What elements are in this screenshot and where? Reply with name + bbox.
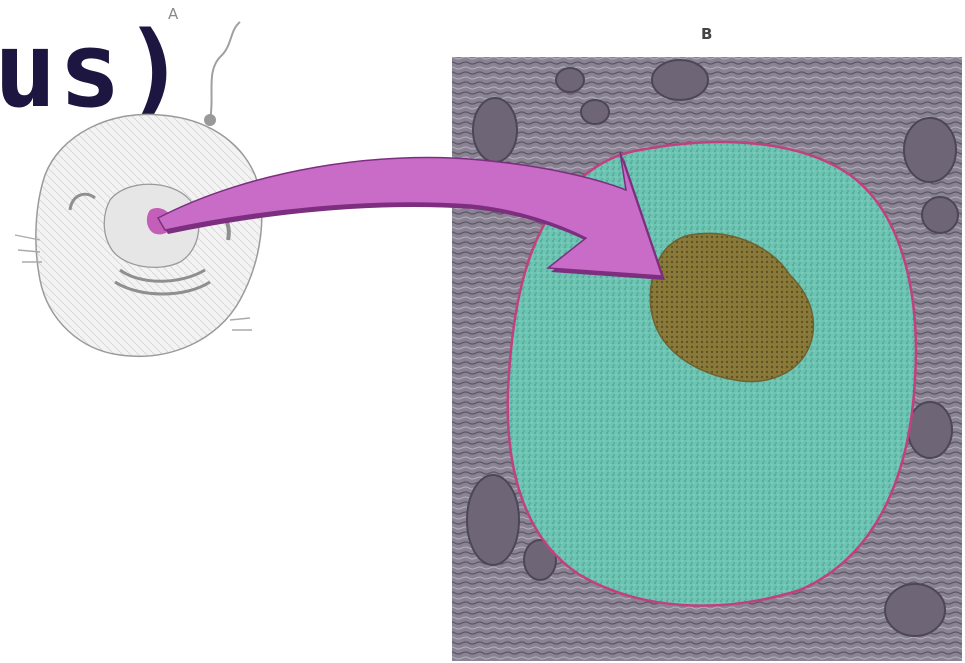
- centriole: [204, 114, 216, 126]
- mitochondrion: [652, 60, 708, 100]
- mitochondrion: [904, 118, 956, 182]
- mitochondrion: [922, 197, 958, 233]
- mitochondrion: [467, 475, 519, 565]
- mitochondrion: [908, 402, 952, 458]
- mitochondrion: [473, 98, 517, 162]
- panel-label-a: A: [168, 5, 178, 23]
- panel-label-b: B: [701, 25, 712, 43]
- mitochondrion: [556, 68, 584, 92]
- flagellum: [210, 22, 240, 120]
- micrograph-panel: [452, 57, 962, 661]
- mitochondrion: [885, 584, 945, 636]
- mitochondrion: [581, 100, 609, 124]
